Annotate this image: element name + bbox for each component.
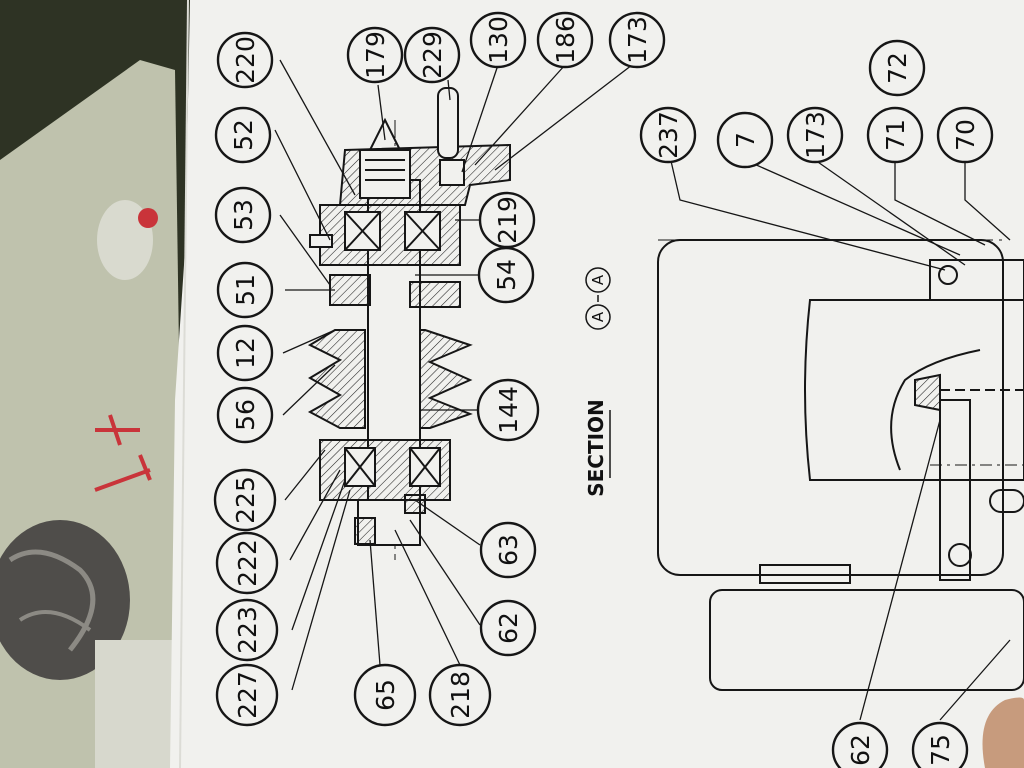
callout-53: 53 — [214, 186, 272, 244]
callout-70: 70 — [936, 106, 994, 164]
svg-text:63: 63 — [494, 534, 523, 566]
svg-text:65: 65 — [371, 679, 400, 711]
callout-220: 220 — [216, 31, 274, 89]
callout-72: 72 — [868, 39, 926, 97]
callout-218: 218 — [428, 663, 492, 727]
svg-text:62: 62 — [846, 734, 875, 766]
callout-219: 219 — [478, 191, 536, 249]
svg-text:51: 51 — [231, 274, 260, 306]
svg-text:7: 7 — [731, 132, 760, 148]
svg-text:130: 130 — [484, 16, 513, 64]
callout-52: 52 — [214, 106, 272, 164]
callout-186: 186 — [536, 11, 594, 69]
section-mark-a1: A — [589, 311, 607, 322]
svg-text:144: 144 — [494, 386, 523, 434]
callout-227: 227 — [215, 663, 279, 727]
svg-text:237: 237 — [654, 111, 683, 159]
callout-75: 75 — [911, 721, 969, 768]
leader-lines — [274, 59, 1011, 721]
svg-text:12: 12 — [231, 337, 260, 369]
callout-65: 65 — [353, 663, 417, 727]
callout-223: 223 — [215, 598, 279, 662]
callout-229: 229 — [403, 26, 461, 84]
callout-237: 237 — [639, 106, 697, 164]
callout-173-right: 173 — [786, 106, 844, 164]
paper-fold — [179, 0, 189, 768]
callout-173-top: 173 — [608, 11, 666, 69]
callout-bubbles: 220 179 229 130 186 173 52 53 51 12 56 2… — [213, 11, 994, 768]
svg-text:219: 219 — [493, 196, 522, 244]
callout-56: 56 — [216, 386, 274, 444]
svg-text:71: 71 — [881, 119, 910, 151]
callout-54: 54 — [477, 246, 535, 304]
callout-144: 144 — [476, 378, 540, 442]
svg-text:70: 70 — [951, 119, 980, 151]
callout-63: 63 — [479, 521, 537, 579]
svg-text:222: 222 — [233, 539, 262, 587]
callout-62: 62 — [479, 599, 537, 657]
thumb — [982, 697, 1024, 768]
svg-text:179: 179 — [361, 31, 390, 79]
callout-222: 222 — [215, 531, 279, 595]
svg-text:225: 225 — [231, 476, 260, 524]
svg-text:56: 56 — [231, 399, 260, 431]
svg-text:75: 75 — [926, 734, 955, 766]
callout-71: 71 — [866, 106, 924, 164]
svg-text:218: 218 — [446, 671, 475, 719]
svg-text:173: 173 — [623, 16, 652, 64]
machine-assembly — [657, 239, 1024, 691]
svg-text:173: 173 — [801, 111, 830, 159]
callout-51: 51 — [216, 261, 274, 319]
svg-text:220: 220 — [231, 36, 260, 84]
svg-text:52: 52 — [229, 119, 258, 151]
svg-text:223: 223 — [233, 606, 262, 654]
section-mark-a2: A — [589, 274, 607, 285]
callout-7: 7 — [716, 111, 774, 169]
svg-text:72: 72 — [883, 52, 912, 84]
svg-text:227: 227 — [233, 671, 262, 719]
svg-text:53: 53 — [229, 199, 258, 231]
callout-225: 225 — [213, 468, 277, 532]
svg-text:186: 186 — [551, 16, 580, 64]
shaft-assembly — [307, 87, 511, 560]
tablecloth-pattern — [0, 200, 185, 768]
svg-text:229: 229 — [418, 31, 447, 79]
section-mark: A A — [585, 267, 611, 330]
section-label: SECTION — [584, 399, 608, 497]
svg-text:62: 62 — [494, 612, 523, 644]
callout-179: 179 — [346, 26, 404, 84]
callout-130: 130 — [469, 11, 527, 69]
svg-text:54: 54 — [492, 259, 521, 291]
callout-12: 12 — [216, 324, 274, 382]
callout-62-bottom: 62 — [831, 721, 889, 768]
